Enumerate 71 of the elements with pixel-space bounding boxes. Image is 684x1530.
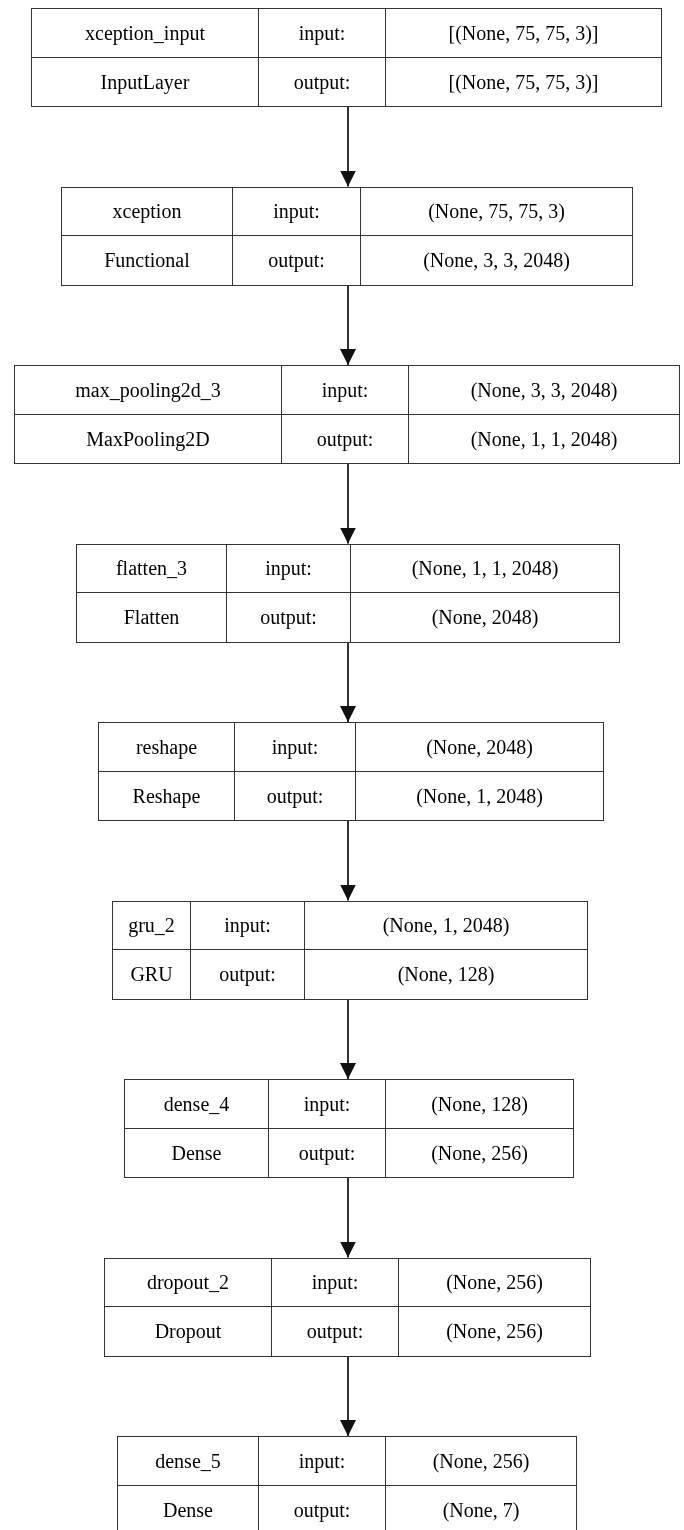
layer-box (76, 543, 620, 643)
shape-cell: (None, 1, 2048) (305, 901, 587, 950)
layer-type-cell: Flatten (77, 593, 227, 642)
arrow (340, 463, 356, 545)
shape-cell-text: (None, 3, 3, 2048) (422, 248, 571, 274)
layer-name-cell: reshape (99, 723, 235, 772)
layer-type-cell: InputLayer (32, 57, 259, 106)
shape-cell-text: (None, 1, 2048) (415, 783, 544, 810)
layer-box (104, 1257, 591, 1357)
arrow (340, 820, 356, 902)
shape-cell: (None, 128) (386, 1080, 573, 1129)
arrow (340, 106, 356, 188)
port-label-cell: output: (235, 771, 356, 820)
layer-type-cell: Dense (125, 1128, 269, 1177)
port-label-cell: output: (259, 57, 386, 106)
layer-box (61, 186, 633, 286)
layer-name-cell: xception (62, 187, 233, 236)
layer-box (112, 900, 588, 1000)
port-label-cell: output: (233, 236, 361, 285)
port-label-cell: output: (259, 1485, 386, 1530)
shape-cell-text: (None, 7) (441, 1497, 521, 1524)
port-label-cell: input: (259, 9, 386, 58)
layer-type-cell: MaxPooling2D (15, 414, 282, 463)
port-label-cell: input: (272, 1258, 399, 1307)
arrow (340, 998, 356, 1080)
arrow (340, 1177, 356, 1259)
port-label-cell: input: (259, 1437, 386, 1486)
shape-cell-text: (None, 256) (430, 1140, 529, 1167)
port-label-cell: output: (227, 593, 351, 642)
layer-type-cell: Reshape (99, 771, 235, 820)
shape-cell: (None, 256) (399, 1258, 590, 1307)
port-label-cell: input: (227, 544, 351, 593)
layer-box (31, 8, 662, 107)
layer-box (98, 722, 604, 821)
port-label-cell: input: (269, 1080, 386, 1129)
arrow (340, 284, 356, 366)
layer-name-cell: flatten_3 (77, 544, 227, 593)
layer-name-cell: dense_5 (118, 1437, 259, 1486)
shape-cell: (None, 75, 75, 3) (361, 187, 632, 236)
arrow (340, 641, 356, 723)
layer-name-cell: dropout_2 (105, 1258, 272, 1307)
shape-cell: [(None, 75, 75, 3)] (386, 9, 661, 58)
shape-cell-text: (None, 1, 1, 2048) (469, 426, 619, 453)
layer-type-cell: GRU (113, 950, 191, 999)
port-label-cell: output: (282, 414, 409, 463)
port-label-cell: input: (235, 723, 356, 772)
shape-cell-text: (None, 256) (445, 1319, 544, 1345)
shape-cell: (None, 3, 3, 2048) (409, 366, 679, 415)
port-label-cell: output: (191, 950, 305, 999)
arrow (340, 1355, 356, 1437)
layer-type-cell: Dropout (105, 1307, 272, 1356)
shape-cell: (None, 256) (386, 1437, 576, 1486)
layer-name-cell: xception_input (32, 9, 259, 58)
layer-name-cell: max_pooling2d_3 (15, 366, 282, 415)
layer-name-cell: dense_4 (125, 1080, 269, 1129)
layer-name-cell: gru_2 (113, 901, 191, 950)
port-label-cell: input: (282, 366, 409, 415)
layer-type-cell: Functional (62, 236, 233, 285)
layer-type-cell: Dense (118, 1485, 259, 1530)
shape-cell-text: (None, 2048) (430, 605, 540, 631)
shape-cell: (None, 1, 1, 2048) (351, 544, 619, 593)
layer-box (124, 1079, 574, 1178)
layer-box (117, 1436, 577, 1530)
port-label-cell: output: (269, 1128, 386, 1177)
layer-box (14, 365, 680, 464)
shape-cell-text: [(None, 75, 75, 3)] (447, 69, 600, 96)
shape-cell-text: (None, 128) (396, 962, 496, 988)
port-label-cell: output: (272, 1307, 399, 1356)
shape-cell: (None, 2048) (356, 723, 603, 772)
port-label-cell: input: (233, 187, 361, 236)
port-label-cell: input: (191, 901, 305, 950)
